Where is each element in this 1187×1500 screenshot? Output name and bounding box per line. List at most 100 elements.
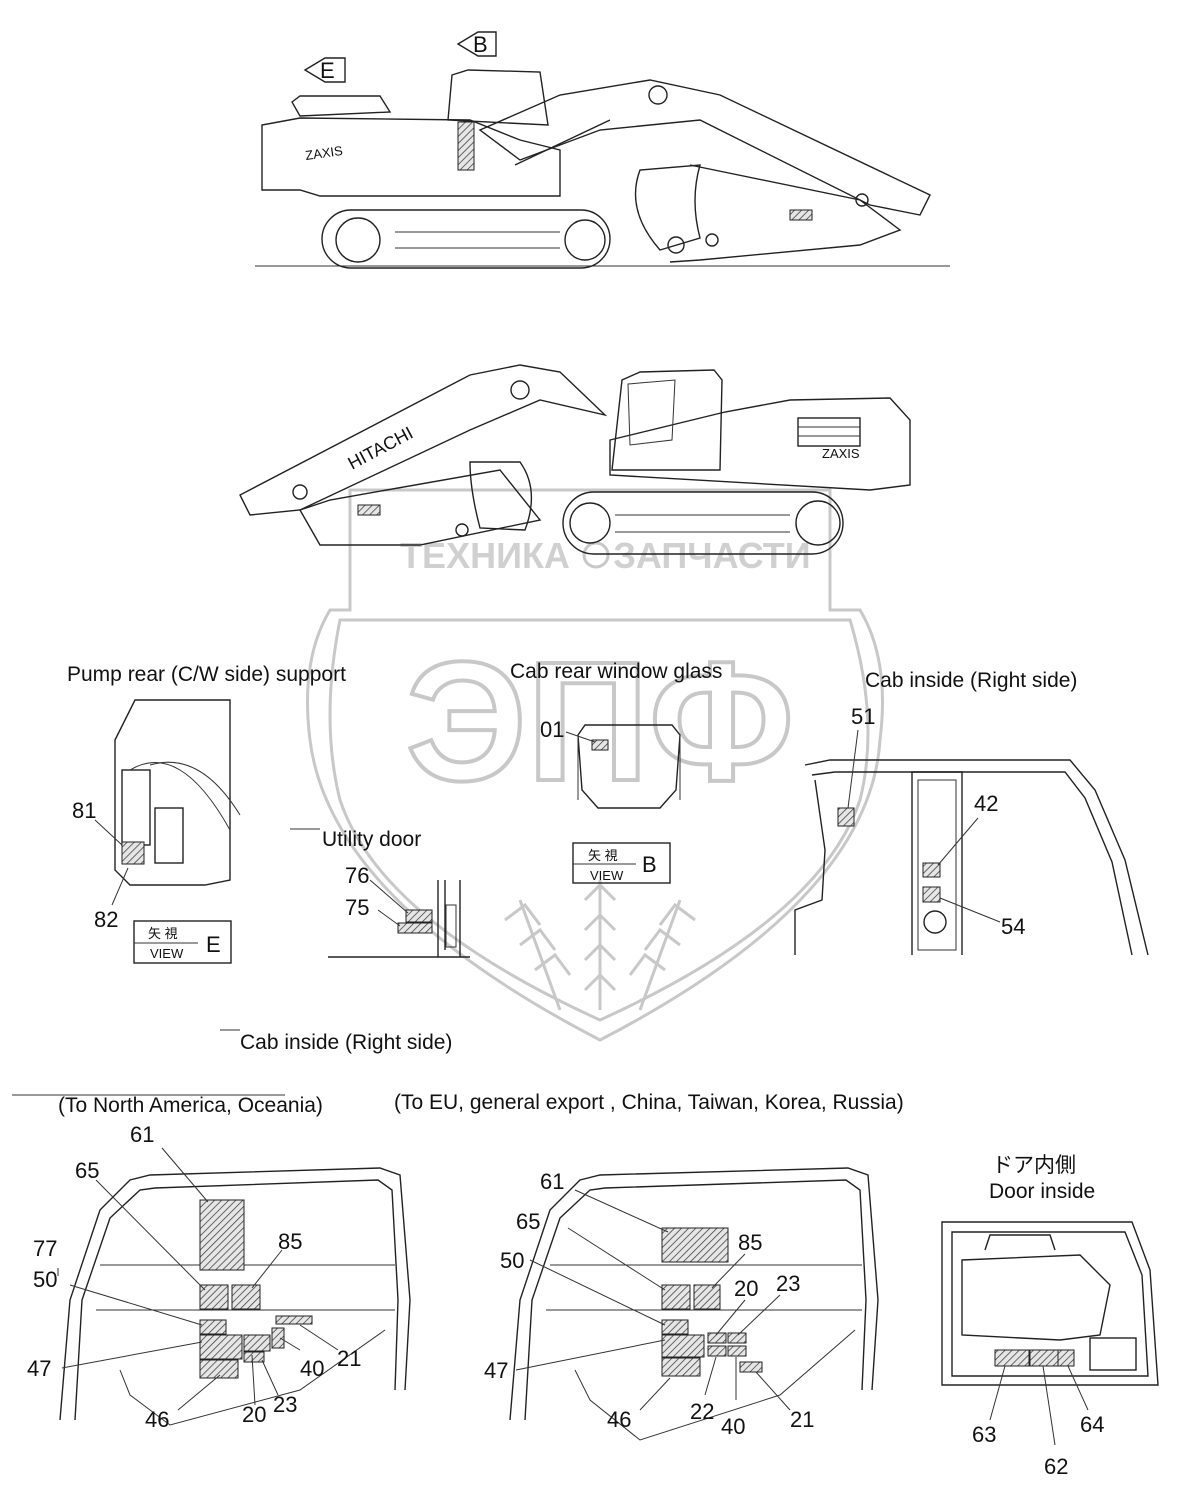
title-cab-rear-window: Cab rear window glass bbox=[510, 660, 722, 683]
decal-50-eu bbox=[661, 1319, 689, 1335]
callout-21-na: 21 bbox=[337, 1346, 361, 1371]
callout-85-eu: 85 bbox=[738, 1230, 762, 1255]
callout-64: 64 bbox=[1080, 1412, 1104, 1437]
callout-65-na: 65 bbox=[75, 1158, 99, 1183]
excavator-left-side-view: ZAXIS E B bbox=[255, 31, 950, 269]
decal-64 bbox=[1057, 1349, 1075, 1367]
model-logo-right: ZAXIS bbox=[822, 446, 860, 461]
callout-65-eu: 65 bbox=[516, 1209, 540, 1234]
view-arrow-b-letter: B bbox=[473, 32, 488, 57]
view-box-e bbox=[133, 920, 232, 964]
callout-85-na: 85 bbox=[278, 1229, 302, 1254]
decal-76 bbox=[405, 909, 433, 923]
title-cab-inside-right-top: Cab inside (Right side) bbox=[865, 669, 1077, 692]
callout-75: 75 bbox=[345, 895, 369, 920]
watermark-left-word: ТЕХНИКА bbox=[400, 535, 570, 576]
decal-22-eu bbox=[707, 1345, 727, 1357]
view-box-b-word: VIEW bbox=[590, 868, 624, 883]
pump-rear-support-view: Pump rear (C/W side) support 81 82 矢 視 V… bbox=[67, 663, 346, 964]
callout-63: 63 bbox=[972, 1422, 996, 1447]
callout-22-eu: 22 bbox=[690, 1399, 714, 1424]
decal-20-na bbox=[243, 1334, 271, 1352]
callout-81: 81 bbox=[72, 798, 96, 823]
decal-23-na bbox=[243, 1351, 265, 1363]
decal-85-na bbox=[231, 1284, 261, 1310]
cab-inside-right-top-view: Cab inside (Right side) 51 42 54 bbox=[794, 669, 1149, 956]
callout-47-na: 47 bbox=[27, 1356, 51, 1381]
view-arrow-e bbox=[303, 57, 346, 83]
title-door-inside-jp: ドア内側 bbox=[992, 1154, 1076, 1177]
callout-51: 51 bbox=[851, 704, 875, 729]
callout-46-na: 46 bbox=[145, 1407, 169, 1432]
decal-65-eu bbox=[661, 1284, 691, 1310]
decal-81 bbox=[121, 841, 145, 865]
callout-23-eu: 23 bbox=[776, 1271, 800, 1296]
callout-77-na: 77 bbox=[33, 1236, 57, 1261]
callout-46-eu: 46 bbox=[607, 1407, 631, 1432]
view-box-e-word: VIEW bbox=[150, 946, 184, 961]
callout-23-na: 23 bbox=[273, 1392, 297, 1417]
cab-north-america-view: (To North America, Oceania) 61 65 77 50 … bbox=[12, 1094, 411, 1432]
callout-40-na: 40 bbox=[300, 1356, 324, 1381]
decal-46-eu bbox=[661, 1357, 701, 1377]
callout-01: 01 bbox=[540, 717, 564, 742]
gear-icon bbox=[582, 541, 610, 569]
callout-47-eu: 47 bbox=[484, 1358, 508, 1383]
excavator-right-side-view: ZAXIS HITACHI bbox=[239, 364, 911, 555]
callout-82: 82 bbox=[94, 907, 118, 932]
callout-42: 42 bbox=[974, 791, 998, 816]
callout-21-eu: 21 bbox=[790, 1407, 814, 1432]
title-pump-rear: Pump rear (C/W side) support bbox=[67, 663, 346, 686]
boom-logo: HITACHI bbox=[344, 423, 416, 474]
title-north-america: (To North America, Oceania) bbox=[58, 1094, 323, 1117]
decal-85-eu bbox=[693, 1284, 721, 1310]
decal-20-eu bbox=[707, 1332, 727, 1344]
decal-46-na bbox=[199, 1359, 239, 1379]
watermark-big-letters: ЭПФ bbox=[406, 627, 794, 817]
callout-61-eu: 61 bbox=[540, 1169, 564, 1194]
callout-62: 62 bbox=[1044, 1454, 1068, 1479]
cab-eu-export-view: (To EU, general export , China, Taiwan, … bbox=[394, 1091, 904, 1441]
view-box-b bbox=[572, 842, 671, 884]
callout-76: 76 bbox=[345, 863, 369, 888]
decal-01 bbox=[591, 739, 609, 751]
callout-20-eu: 20 bbox=[734, 1276, 758, 1301]
utility-door-view: Utility door 76 75 bbox=[290, 828, 470, 958]
callout-20-na: 20 bbox=[242, 1402, 266, 1427]
callout-54: 54 bbox=[1001, 914, 1025, 939]
decal-61-na bbox=[199, 1199, 245, 1271]
decal-47-na bbox=[199, 1334, 243, 1360]
watermark: ЭПФ ТЕХНИКА ЗАПЧАСТИ bbox=[306, 488, 884, 1042]
decal-40-eu bbox=[727, 1345, 747, 1357]
decal-47-eu bbox=[661, 1334, 705, 1358]
decal-62 bbox=[1029, 1349, 1059, 1367]
view-arrow-b bbox=[456, 31, 497, 57]
decal-50-na bbox=[199, 1319, 227, 1335]
view-box-b-letter: B bbox=[642, 852, 657, 877]
watermark-right-word: ЗАПЧАСТИ bbox=[613, 535, 810, 576]
callout-40-eu: 40 bbox=[721, 1414, 745, 1439]
view-box-b-kanji: 矢 視 bbox=[588, 848, 618, 863]
title-eu-export: (To EU, general export , China, Taiwan, … bbox=[394, 1091, 904, 1114]
decal-61-eu bbox=[661, 1227, 729, 1263]
callout-50-na: 50 bbox=[33, 1267, 57, 1292]
decal-42 bbox=[922, 862, 941, 878]
title-cab-inside-right-mid: Cab inside (Right side) bbox=[240, 1031, 452, 1054]
cab-rear-window-view: Cab rear window glass 01 矢 視 VIEW B bbox=[510, 660, 722, 884]
decal-40-na bbox=[271, 1327, 285, 1349]
view-box-e-letter: E bbox=[206, 932, 221, 957]
callout-61-na: 61 bbox=[130, 1122, 154, 1147]
decal-63 bbox=[994, 1349, 1030, 1367]
door-inside-view: ドア内側 Door inside 63 62 64 bbox=[941, 1154, 1159, 1479]
decal-21-eu bbox=[739, 1361, 763, 1373]
model-logo-left: ZAXIS bbox=[304, 143, 344, 163]
title-utility-door: Utility door bbox=[322, 828, 421, 851]
decal-23-eu bbox=[727, 1332, 747, 1344]
decal-51 bbox=[837, 807, 855, 827]
decal-21-na bbox=[275, 1315, 313, 1325]
view-arrow-e-letter: E bbox=[320, 58, 335, 83]
decal-54 bbox=[922, 886, 941, 903]
title-door-inside-en: Door inside bbox=[989, 1180, 1095, 1203]
decal-75 bbox=[397, 922, 433, 934]
